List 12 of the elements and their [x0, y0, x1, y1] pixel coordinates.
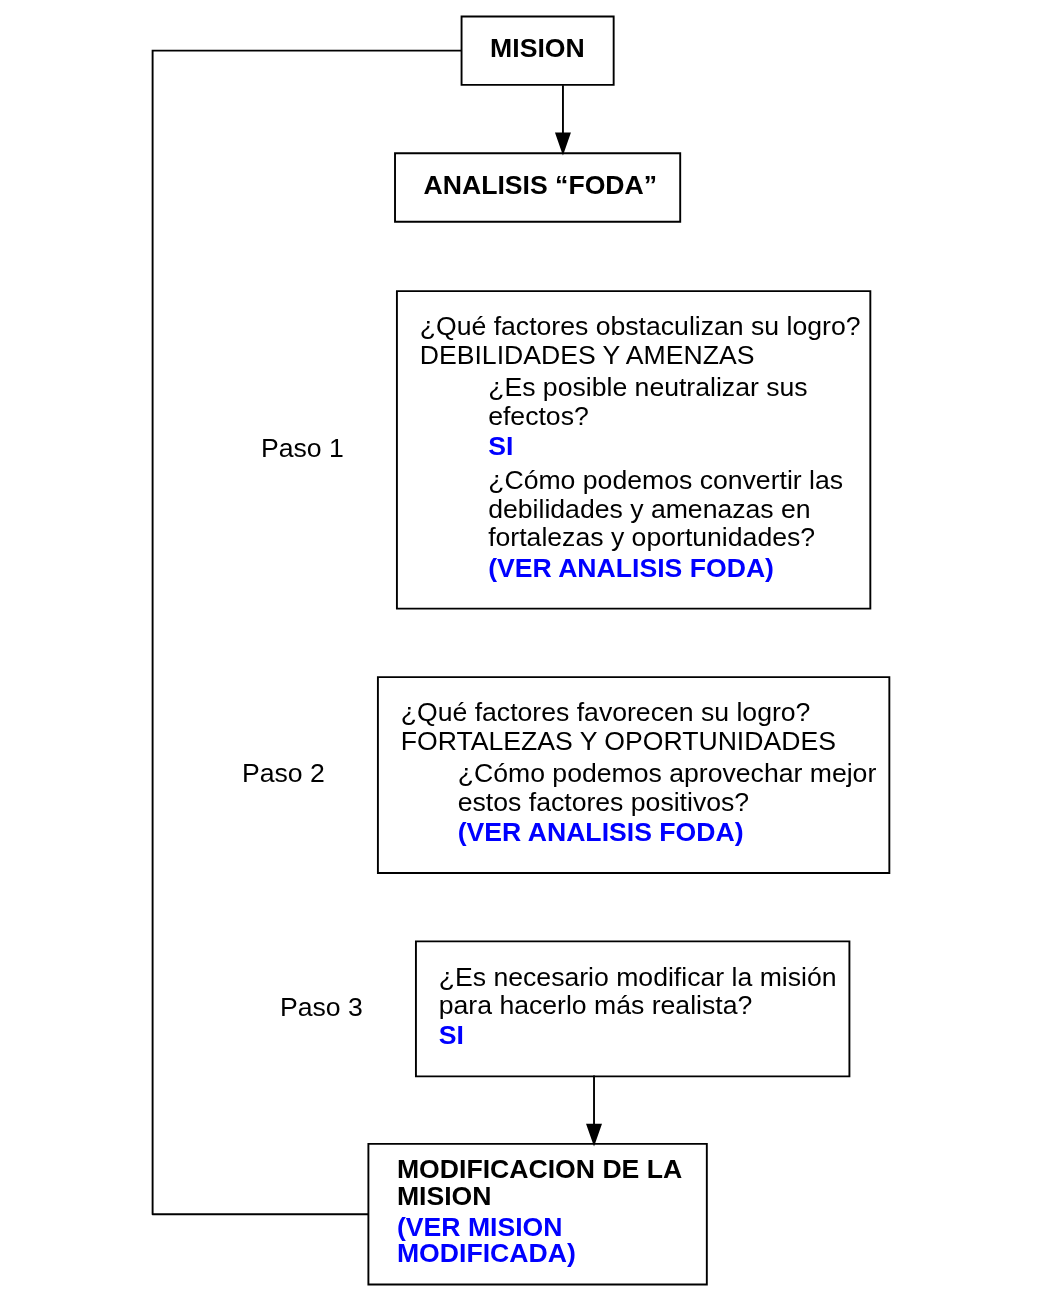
node-label: Paso 3	[279, 991, 363, 1022]
node-box: MISION	[460, 15, 615, 86]
node-box: MODIFICACION DE LA MISION (VER MISION MODIFICADA)	[367, 1142, 708, 1286]
arrow	[554, 84, 571, 156]
node-label: Paso 2	[241, 758, 325, 789]
node-box: ¿Qué factores favorecen su logro? FORTALEZAS Y OPORTUNIDADES ¿Cómo podemos aprovechar mejor estos factores positivos? (VER ANALISIS FODA)	[376, 676, 891, 874]
node-box: ANALISIS “FODA”	[394, 152, 682, 223]
node-label: Paso 1	[260, 432, 344, 463]
connector	[151, 49, 463, 1216]
node-box: ¿Es necesario modificar la misión para hacerlo más realista? SI	[415, 940, 851, 1078]
node-box: ¿Qué factores obstaculizan su logro? DEBILIDADES Y AMENZAS ¿Es posible neutralizar sus efectos? SI ¿Cómo podemos convertir las debilidades y amenazas en fortalezas y oportunidades? (VER ANALISIS FODA)	[395, 290, 872, 610]
arrow	[586, 1074, 602, 1147]
